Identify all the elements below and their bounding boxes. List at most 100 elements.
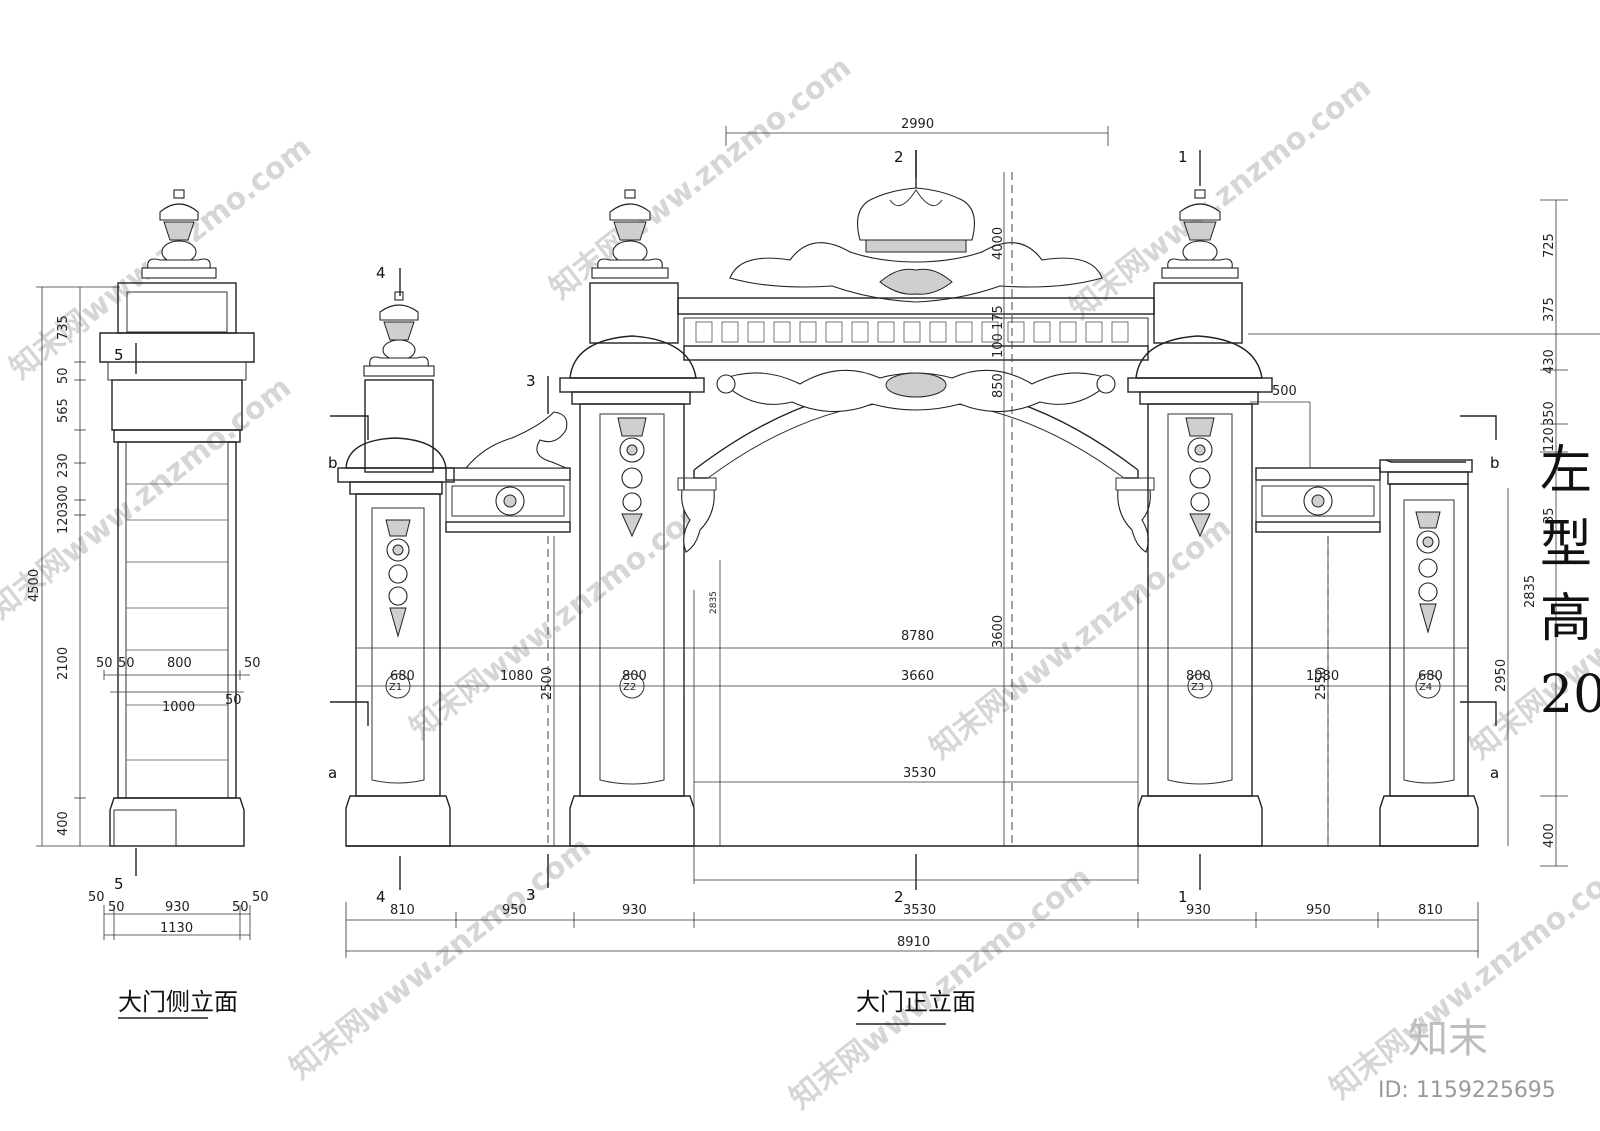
dim-label: 3530 xyxy=(903,766,936,781)
section-mark: 5 xyxy=(114,875,124,893)
finial-ornament xyxy=(591,189,669,279)
dim-label: 680 xyxy=(1418,669,1443,684)
dim-label: 350 xyxy=(1542,401,1557,426)
pillar-z2: Z2 xyxy=(559,189,705,847)
dim-label: 400 xyxy=(1542,823,1557,848)
dim-label: 2550 xyxy=(1314,667,1329,700)
dim-label: 850 xyxy=(991,373,1006,398)
dim-label: 1080 xyxy=(1306,669,1339,684)
pillar-ornament xyxy=(1415,511,1441,634)
pillar-z1: Z1 xyxy=(337,291,455,847)
dim-label: 930 xyxy=(622,903,647,918)
dim-label: 735 xyxy=(56,315,71,340)
dim-label: 50 xyxy=(88,890,105,905)
dim-label: 810 xyxy=(1418,903,1443,918)
section-ref: 4 xyxy=(376,264,386,282)
watermark-text: 知末网www.znzmo.com xyxy=(923,510,1238,767)
dim-label: 50 xyxy=(225,693,242,708)
dentil-row xyxy=(695,321,1129,343)
dim-label: 35 xyxy=(1542,507,1557,524)
dim-label: 230 xyxy=(56,453,71,478)
section-ref: 2 xyxy=(894,148,904,166)
dim-label: 50 xyxy=(108,900,125,915)
section-ref: 4 xyxy=(376,888,386,906)
dim-label: 50 xyxy=(96,656,113,671)
dim-label: 100 xyxy=(991,333,1006,358)
dim-label: 950 xyxy=(502,903,527,918)
front-title: 大门正立面 xyxy=(856,988,976,1016)
watermark-layer: 知末网www.znzmo.com 知末网www.znzmo.com 知末网www… xyxy=(0,50,1600,1117)
dim-label: 500 xyxy=(1272,384,1297,399)
section-ref: 1 xyxy=(1178,888,1188,906)
section-ref: 3 xyxy=(526,372,536,390)
finial-ornament xyxy=(1161,189,1239,279)
dim-label: 4000 xyxy=(991,227,1006,260)
front-elevation: Z1 xyxy=(328,117,1600,1025)
finial-ornament xyxy=(141,189,217,279)
left-wing xyxy=(445,411,571,846)
dim-label: 50 xyxy=(244,656,261,671)
side-note-char: 型 xyxy=(1540,515,1592,575)
watermark-text: 知末网www.znzmo.com xyxy=(1063,70,1378,327)
pillar-ornament xyxy=(1185,417,1215,538)
dim-label: 1130 xyxy=(160,921,193,936)
dim-label: 175 xyxy=(991,305,1006,330)
dim-label: 50 xyxy=(118,656,135,671)
dim-label: 3660 xyxy=(901,669,934,684)
dim-total: 4500 xyxy=(27,569,42,602)
pillar-ornament xyxy=(385,519,411,638)
dim-label: 565 xyxy=(56,398,71,423)
watermark-text: 知末网www.znzmo.com xyxy=(1323,850,1600,1107)
pillar-label: Z3 xyxy=(1191,682,1204,693)
dim-label: 2990 xyxy=(901,117,934,132)
dim-label: 8910 xyxy=(897,935,930,950)
side-note: 左 型 高 20 xyxy=(1540,441,1600,725)
dim-label: 300 xyxy=(56,485,71,510)
pillar-z4: Z4 xyxy=(1379,459,1479,847)
watermark-text: 知末网www.znzmo.com xyxy=(0,370,298,627)
dim-label: 120 xyxy=(56,509,71,534)
view-mark: a xyxy=(1490,764,1499,782)
pillar-label: Z4 xyxy=(1419,682,1432,693)
view-mark: b xyxy=(1490,454,1500,472)
section-ref: 1 xyxy=(1178,148,1188,166)
dim-label: 2500 xyxy=(540,667,555,700)
dim-label: 1000 xyxy=(162,700,195,715)
finial-ornament xyxy=(363,291,435,377)
view-mark: a xyxy=(328,764,337,782)
dim-label: 800 xyxy=(167,656,192,671)
side-note-char: 高 xyxy=(1540,589,1592,649)
dim-label: 50 xyxy=(252,890,269,905)
dim-label: 680 xyxy=(390,669,415,684)
dim-label: 2100 xyxy=(56,647,71,680)
dim-label: 930 xyxy=(1186,903,1211,918)
watermark-id: ID: 1159225695 xyxy=(1378,1078,1556,1103)
view-mark: b xyxy=(328,454,338,472)
dim-label: 950 xyxy=(1306,903,1331,918)
section-ref: 2 xyxy=(894,888,904,906)
dim-label: 3600 xyxy=(991,615,1006,648)
watermark-logo: 知末 xyxy=(1408,1016,1488,1062)
side-elevation: 735 50 565 230 300 120 2100 400 4500 50 … xyxy=(27,189,269,1019)
section-ref: 3 xyxy=(526,886,536,904)
dim-label: 800 xyxy=(1186,669,1211,684)
dim-label: 375 xyxy=(1542,297,1557,322)
side-title: 大门侧立面 xyxy=(118,988,238,1016)
section-mark: 5 xyxy=(114,346,124,364)
right-wing xyxy=(1255,467,1381,846)
watermark-text: 知末网www.znzmo.com xyxy=(283,830,598,1087)
dim-label: 120 xyxy=(1542,427,1557,452)
pillar-ornament xyxy=(617,417,647,538)
dim-label: 50 xyxy=(232,900,249,915)
dim-label: 800 xyxy=(622,669,647,684)
dim-label: 930 xyxy=(165,900,190,915)
dim-label: 50 xyxy=(56,367,71,384)
dim-label: 430 xyxy=(1542,349,1557,374)
crown-ornament xyxy=(729,150,1103,303)
dim-label: 3530 xyxy=(903,903,936,918)
dim-label: 2835 xyxy=(1523,575,1538,608)
dim-label: 810 xyxy=(390,903,415,918)
dim-label: 2835 xyxy=(709,591,719,614)
dim-label: 725 xyxy=(1542,233,1557,258)
